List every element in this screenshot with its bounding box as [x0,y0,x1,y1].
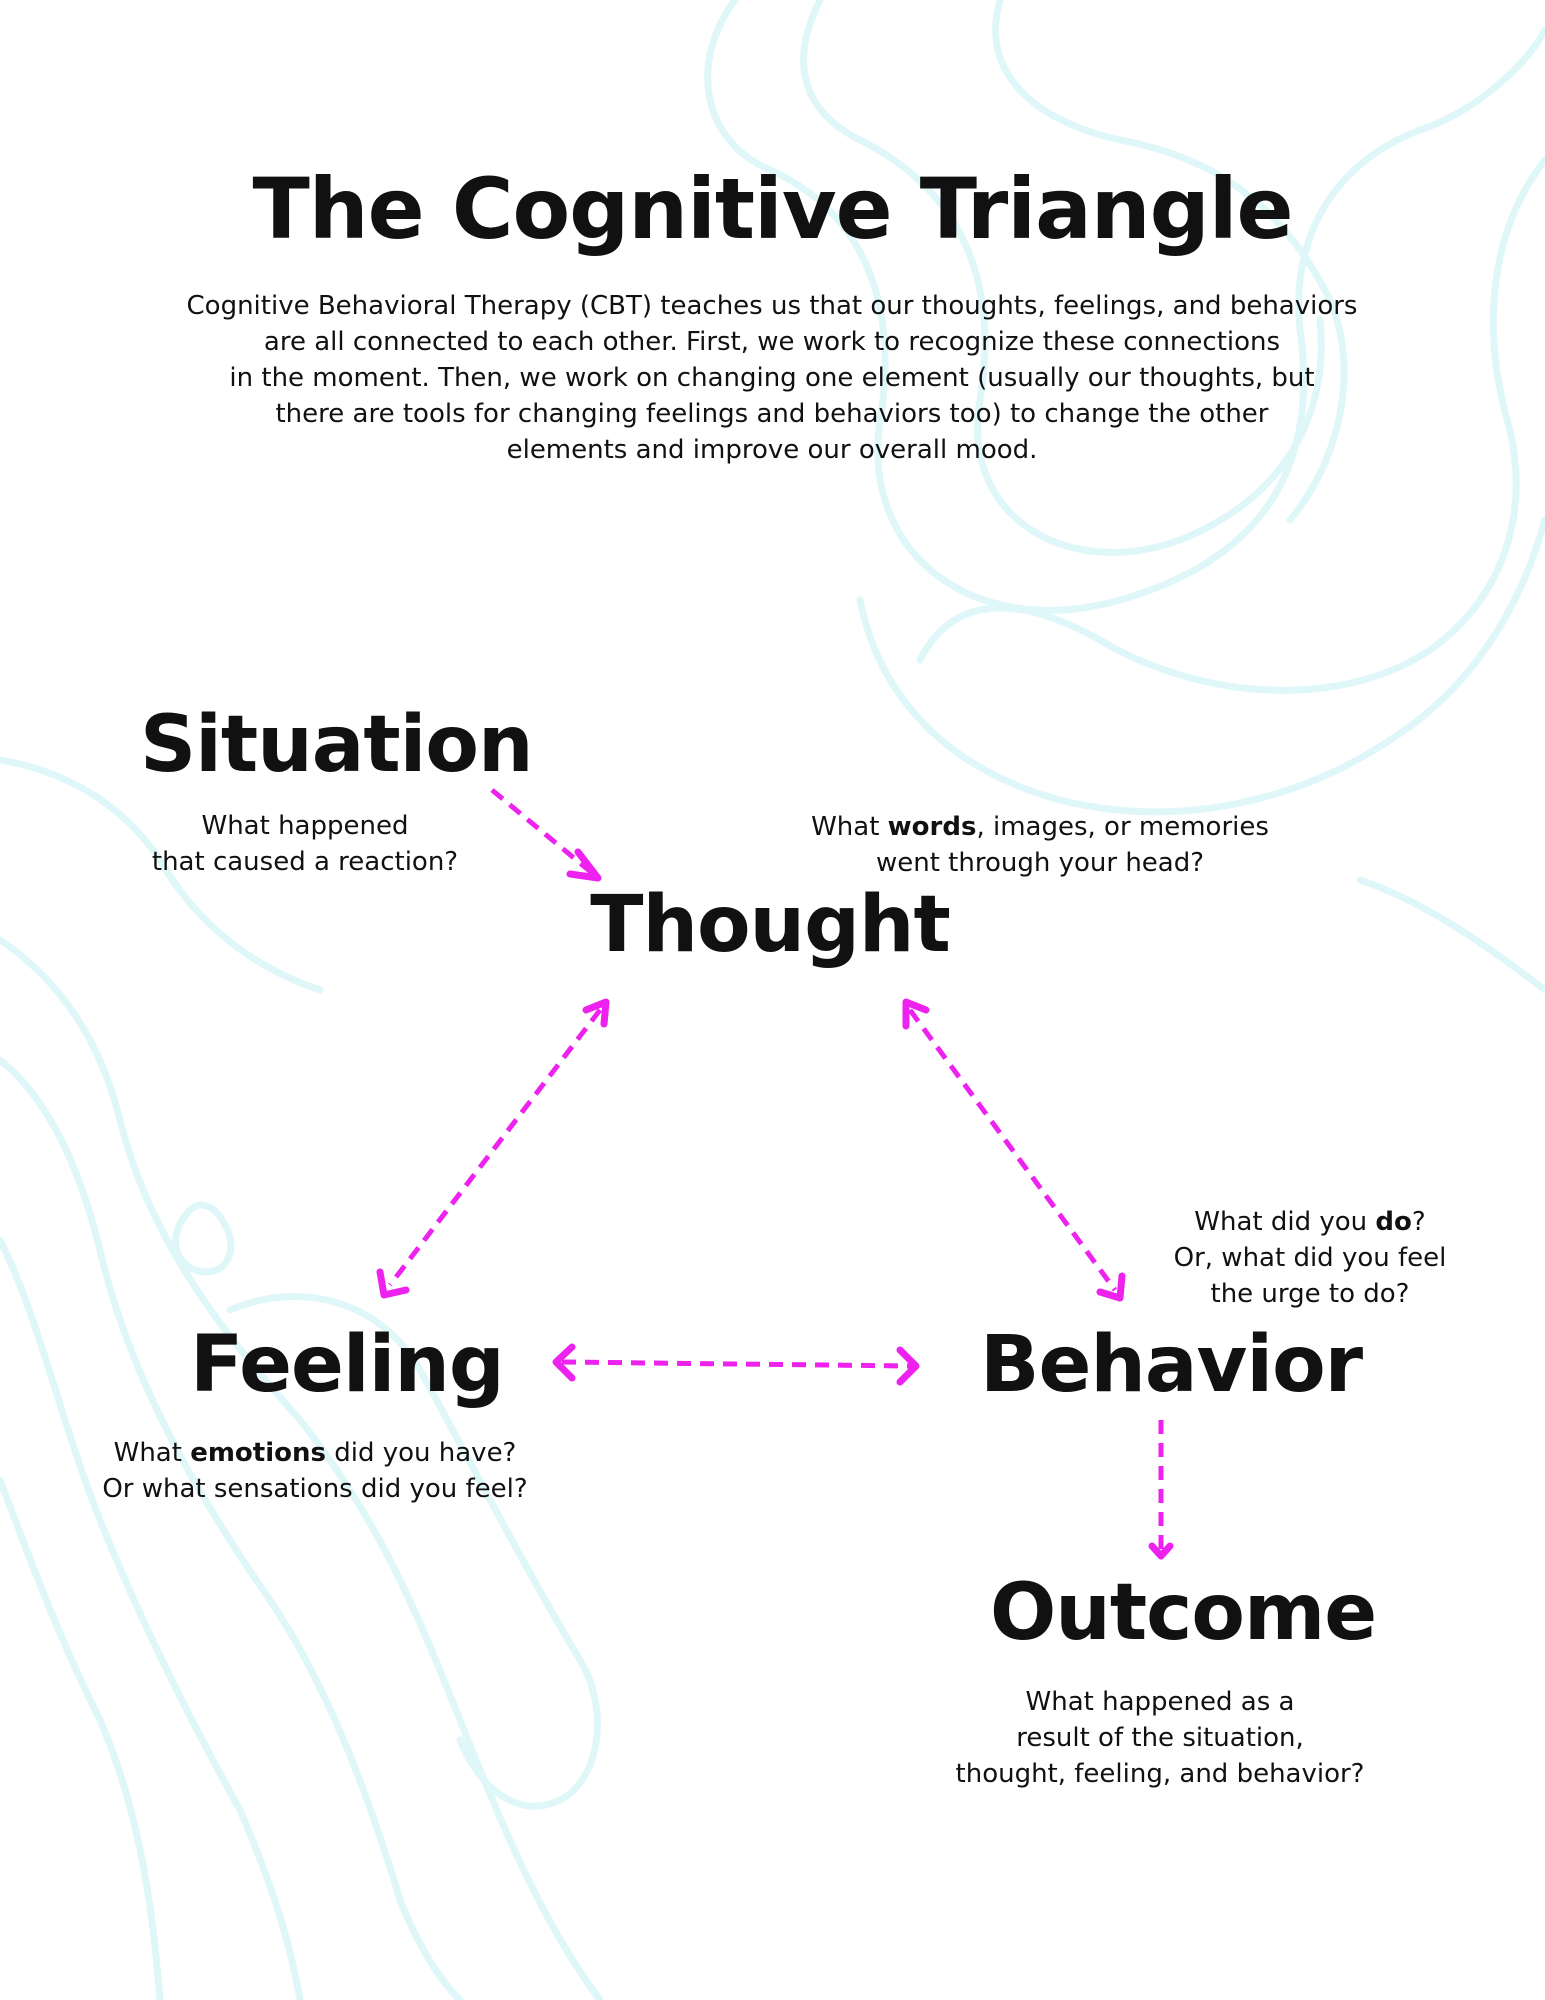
question-line: What words, images, or memories [780,809,1300,845]
question-text: What [113,1438,191,1468]
node-feeling: Feeling [190,1320,505,1410]
question-emphasis: words [887,812,977,842]
arrow-thought-behavior [902,998,1126,1302]
question-line: What did you do? [1140,1204,1480,1240]
arrow-feeling-behavior [552,1343,920,1386]
outcome-question: What happened as a result of the situati… [920,1684,1400,1792]
thought-question: What words, images, or memories went thr… [780,809,1300,881]
question-line: Or what sensations did you feel? [102,1474,528,1504]
question-line: the urge to do? [1210,1279,1410,1309]
arrow-behavior-to-outcome [1148,1420,1174,1560]
intro-line: Cognitive Behavioral Therapy (CBT) teach… [186,291,1358,321]
intro-line: there are tools for changing feelings an… [275,399,1269,429]
question-line: What happened [201,811,409,841]
page-title: The Cognitive Triangle [252,160,1294,258]
question-emphasis: emotions [190,1438,326,1468]
node-situation: Situation [140,700,534,790]
arrow-thought-feeling [376,998,610,1299]
question-line: Or, what did you feel [1173,1243,1447,1273]
behavior-question: What did you do? Or, what did you feel t… [1140,1204,1480,1312]
feeling-question: What emotions did you have? Or what sens… [70,1435,560,1507]
question-text: What [811,812,888,842]
intro-paragraph: Cognitive Behavioral Therapy (CBT) teach… [172,288,1372,468]
question-text: What did you [1194,1207,1376,1237]
situation-question: What happened that caused a reaction? [120,808,490,880]
intro-line: in the moment. Then, we work on changing… [229,363,1315,393]
question-text: ? [1411,1207,1426,1237]
node-behavior: Behavior [980,1320,1363,1410]
node-outcome: Outcome [990,1568,1377,1658]
question-line: result of the situation, [1016,1723,1304,1753]
question-line: What happened as a [1025,1687,1295,1717]
question-text: did you have? [325,1438,517,1468]
question-line: thought, feeling, and behavior? [955,1759,1365,1789]
question-emphasis: do [1375,1207,1412,1237]
intro-line: elements and improve our overall mood. [506,435,1038,465]
arrow-situation-to-thought [490,788,602,882]
question-line: that caused a reaction? [151,847,459,877]
question-text: , images, or memories [976,812,1269,842]
node-thought: Thought [590,880,951,970]
intro-line: are all connected to each other. First, … [263,327,1281,357]
question-line: What emotions did you have? [70,1435,560,1471]
question-line: went through your head? [875,848,1205,878]
